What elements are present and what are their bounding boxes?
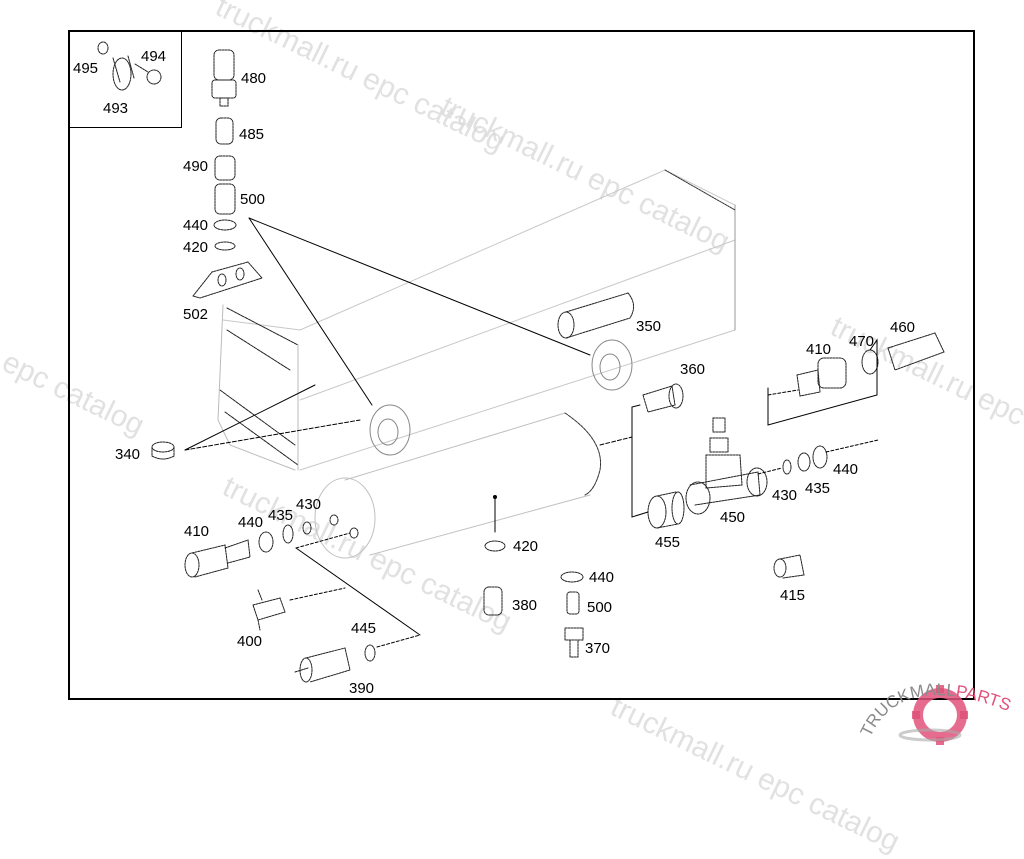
part-455-drawing bbox=[647, 491, 685, 529]
part-label-360[interactable]: 360 bbox=[680, 361, 706, 378]
part-label-445[interactable]: 445 bbox=[351, 620, 377, 637]
flange-ring-2 bbox=[591, 339, 633, 391]
part-label-500[interactable]: 500 bbox=[587, 599, 613, 616]
drawing bbox=[97, 41, 945, 683]
diagram-frame bbox=[68, 30, 975, 700]
housing-edge bbox=[664, 169, 736, 211]
part-360-drawing bbox=[642, 383, 684, 413]
part-label-500[interactable]: 500 bbox=[240, 191, 266, 208]
part-label-480[interactable]: 480 bbox=[241, 70, 267, 87]
truckmall-parts-logo: TRUCKMALLPARTS bbox=[857, 660, 1020, 750]
part-label-350[interactable]: 350 bbox=[636, 318, 662, 335]
part-label-340[interactable]: 340 bbox=[115, 446, 141, 463]
part-label-440[interactable]: 440 bbox=[833, 461, 859, 478]
part-label-455[interactable]: 455 bbox=[655, 534, 681, 551]
right-washers bbox=[782, 445, 828, 475]
part-label-420[interactable]: 420 bbox=[183, 239, 209, 256]
part-label-493[interactable]: 493 bbox=[103, 100, 129, 117]
part-340-drawing bbox=[151, 441, 175, 460]
part-400-drawing bbox=[252, 589, 286, 631]
part-label-485[interactable]: 485 bbox=[239, 126, 265, 143]
inset-frame bbox=[68, 30, 182, 128]
part-450-drawing bbox=[685, 417, 768, 515]
part-label-370[interactable]: 370 bbox=[585, 640, 611, 657]
part-390-drawing bbox=[294, 644, 376, 683]
part-label-470[interactable]: 470 bbox=[849, 333, 875, 350]
part-label-502[interactable]: 502 bbox=[183, 306, 209, 323]
part-label-440[interactable]: 440 bbox=[183, 217, 209, 234]
part-label-450[interactable]: 450 bbox=[720, 509, 746, 526]
part-label-430[interactable]: 430 bbox=[296, 496, 322, 513]
part-label-440[interactable]: 440 bbox=[589, 569, 615, 586]
part-label-400[interactable]: 400 bbox=[237, 633, 263, 650]
part-label-380[interactable]: 380 bbox=[512, 597, 538, 614]
part-label-435[interactable]: 435 bbox=[805, 480, 831, 497]
part-350-drawing bbox=[557, 292, 634, 339]
part-415-drawing bbox=[773, 554, 805, 579]
part-label-430[interactable]: 430 bbox=[772, 487, 798, 504]
part-502-drawing bbox=[192, 261, 263, 299]
part-label-420[interactable]: 420 bbox=[513, 538, 539, 555]
bottom-center-parts bbox=[483, 540, 584, 658]
part-label-494[interactable]: 494 bbox=[141, 48, 167, 65]
tank-cylinder bbox=[314, 412, 602, 559]
part-label-495[interactable]: 495 bbox=[73, 60, 99, 77]
end-cap bbox=[217, 304, 299, 471]
flange-ring-1 bbox=[369, 404, 411, 456]
upper-right-fittings bbox=[796, 332, 945, 397]
inset-drawing bbox=[97, 41, 162, 91]
reservoir-housing bbox=[222, 169, 736, 471]
lower-left-fittings bbox=[184, 514, 359, 578]
part-label-390[interactable]: 390 bbox=[349, 680, 375, 697]
gear-icon bbox=[898, 685, 968, 745]
part-label-460[interactable]: 460 bbox=[890, 319, 916, 336]
part-label-410[interactable]: 410 bbox=[184, 523, 210, 540]
leader-lines bbox=[184, 217, 879, 648]
part-label-490[interactable]: 490 bbox=[183, 158, 209, 175]
part-label-440[interactable]: 440 bbox=[238, 514, 264, 531]
fitting-stack bbox=[211, 49, 237, 251]
part-label-435[interactable]: 435 bbox=[268, 507, 294, 524]
part-label-410[interactable]: 410 bbox=[806, 341, 832, 358]
part-label-415[interactable]: 415 bbox=[780, 587, 806, 604]
